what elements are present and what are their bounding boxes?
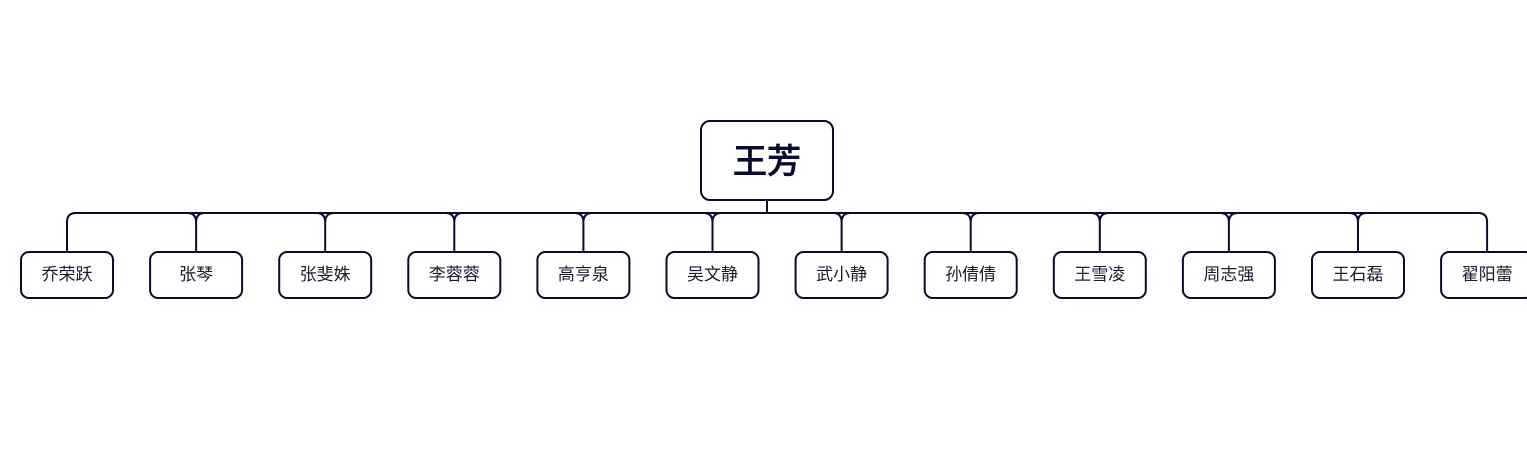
child-node[interactable]: 武小静	[794, 251, 889, 299]
child-node-label: 周志强	[1203, 265, 1254, 285]
child-node-box	[20, 251, 114, 299]
child-node-label: 李蓉蓉	[429, 265, 480, 285]
child-node[interactable]: 张琴	[149, 251, 244, 299]
child-node[interactable]: 乔荣跃	[20, 251, 114, 299]
child-node-label: 王石磊	[1333, 265, 1384, 285]
child-node-label: 高亨泉	[558, 265, 609, 285]
child-node-box	[794, 251, 889, 299]
child-connector-line	[187, 212, 206, 252]
child-node[interactable]: 高亨泉	[536, 251, 631, 299]
root-node[interactable]: 王芳	[700, 120, 834, 201]
child-connector-line	[703, 212, 722, 252]
child-connector-line	[832, 212, 851, 252]
child-node-label: 乔荣跃	[42, 265, 93, 285]
child-node-box	[536, 251, 631, 299]
child-connector-line	[961, 212, 980, 252]
child-node[interactable]: 孙倩倩	[923, 251, 1018, 299]
child-node-label: 吴文静	[687, 265, 738, 285]
child-connector-line	[316, 212, 335, 252]
child-node-box	[1440, 251, 1527, 299]
child-node-box	[149, 251, 244, 299]
bus-line	[66, 212, 1489, 252]
child-node-label: 翟阳蕾	[1462, 265, 1513, 285]
child-node-box	[1311, 251, 1405, 299]
child-connector-line	[1090, 212, 1109, 252]
child-connector-line	[445, 212, 464, 252]
child-node[interactable]: 王雪凌	[1052, 251, 1147, 299]
root-node-box	[700, 120, 834, 201]
connector-lines	[66, 200, 1489, 252]
child-node-label: 孙倩倩	[945, 265, 996, 285]
child-node[interactable]: 张斐姝	[278, 251, 373, 299]
child-node-box	[278, 251, 373, 299]
child-connector-line	[574, 212, 593, 252]
child-node[interactable]: 王石磊	[1311, 251, 1405, 299]
child-node[interactable]: 周志强	[1181, 251, 1276, 299]
child-node[interactable]: 翟阳蕾	[1440, 251, 1527, 299]
child-node-label: 张斐姝	[300, 265, 351, 285]
child-node[interactable]: 李蓉蓉	[407, 251, 502, 299]
root-node-label: 王芳	[733, 142, 801, 182]
child-node-label: 王雪凌	[1074, 265, 1125, 285]
child-node-box	[1052, 251, 1147, 299]
child-node-box	[1181, 251, 1276, 299]
child-node-label: 张琴	[179, 265, 213, 285]
child-connector-line	[1219, 212, 1238, 252]
child-connector-line	[1348, 212, 1368, 252]
child-node-box	[923, 251, 1018, 299]
child-node-box	[665, 251, 760, 299]
child-node-box	[407, 251, 502, 299]
child-node-label: 武小静	[816, 265, 867, 285]
child-nodes: 乔荣跃 张琴 张斐姝 李蓉蓉 高亨泉 吴文静 武小静 孙倩倩 王雪凌 周志强 王石磊 翟阳蕾	[20, 251, 1527, 299]
child-node[interactable]: 吴文静	[665, 251, 760, 299]
